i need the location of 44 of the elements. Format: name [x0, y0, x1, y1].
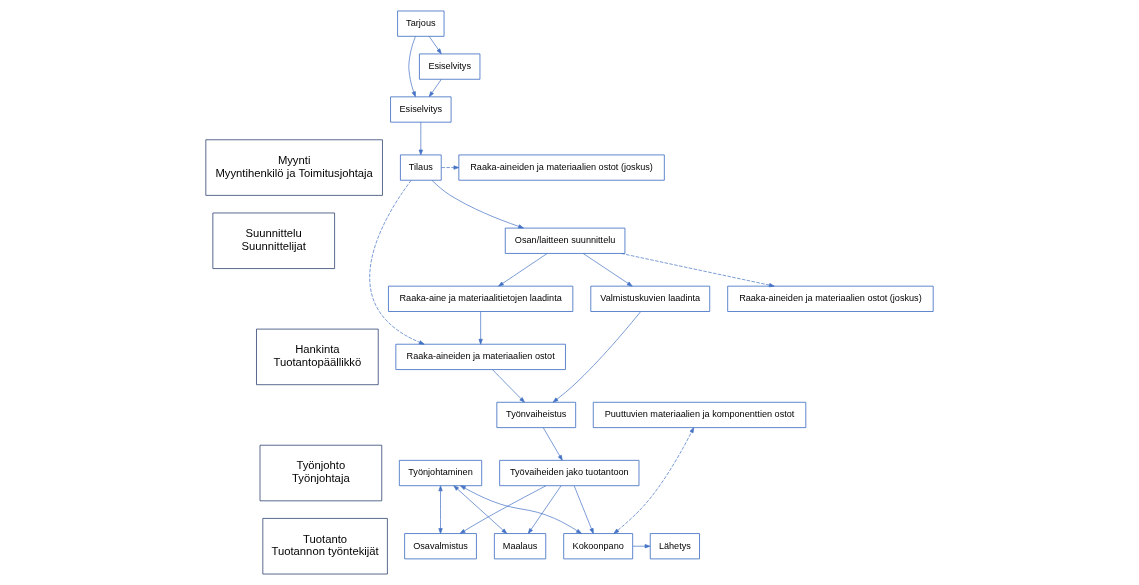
arrow: [552, 311, 641, 403]
node-box: Maalaus: [493, 533, 547, 560]
node-box: Hankinta Tuotantopäällikkö: [256, 328, 379, 386]
node-box: Valmistuskuvien laadinta: [590, 285, 711, 312]
arrow: [431, 180, 524, 229]
arrow: [428, 36, 442, 55]
arrow: [621, 253, 775, 288]
arrow: [453, 485, 508, 534]
arrow: [492, 369, 525, 403]
arrow: [460, 485, 582, 534]
arrow: [527, 485, 562, 534]
arrow: [582, 253, 633, 287]
node-box: Tuotanto Tuotannon työntekijät: [262, 518, 388, 575]
arrow: [408, 36, 416, 98]
arrow: [573, 485, 594, 534]
arrow: [498, 253, 548, 287]
node-box: Tarjous: [397, 10, 445, 37]
arrow: [369, 180, 425, 345]
arrow: [478, 311, 483, 345]
node-box: Osan/laitteen suunnittelu: [504, 227, 626, 254]
node-box: Myynti Myyntihenkilö ja Toimitusjohtaja: [205, 139, 383, 196]
node-box: Esiselvitys: [419, 53, 481, 80]
arrow: [613, 427, 695, 534]
node-box: Raaka-aineiden ja materiaalien ostot (joskus): [458, 154, 665, 181]
node-box: Työnjohto Työnjohtaja: [259, 444, 383, 502]
node-box: Työnjohtaminen: [398, 459, 483, 487]
arrow: [632, 544, 651, 549]
arrow: [542, 427, 563, 461]
node-box: Puuttuvien materiaalien ja komponenttien ostot: [592, 401, 807, 429]
node-box: Kokoonpano: [563, 533, 634, 560]
arrow: [459, 485, 547, 534]
node-box: Raaka-aine ja materiaalitietojen laadinta: [388, 285, 574, 312]
node-box: Raaka-aineiden ja materiaalien ostot: [395, 343, 566, 370]
arrow: [441, 165, 460, 170]
node-box: Suunnittelu Suunnittelijat: [212, 212, 336, 269]
arrow: [428, 78, 442, 98]
node-box: Työnvaiheistus: [496, 401, 577, 429]
node-box: Tilaus: [400, 154, 442, 181]
node-box: Esiselvitys: [390, 96, 452, 123]
node-box: Lähetys: [649, 533, 700, 560]
node-box: Työvaiheiden jako tuotantoon: [499, 459, 640, 487]
node-box: Osavalmistus: [404, 533, 477, 560]
arrow: [438, 485, 443, 534]
arrow: [418, 121, 423, 156]
